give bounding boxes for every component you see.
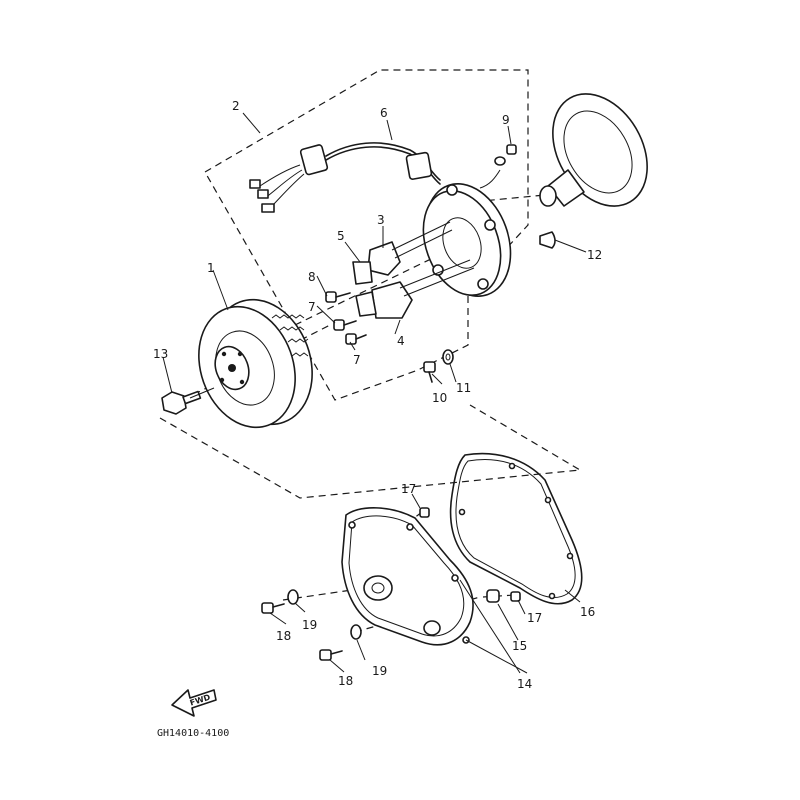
- flywheel-bolt-part: [161, 387, 215, 415]
- callout-1: 1: [207, 261, 215, 275]
- leader-lines: [162, 112, 587, 674]
- callout-18b: 18: [338, 674, 353, 688]
- callout-16: 16: [580, 605, 595, 619]
- woodruff-key-part: [539, 231, 556, 249]
- fwd-arrow-icon: FWD: [171, 689, 217, 717]
- screw-7b-part: [345, 333, 367, 345]
- lead-wire-part: [249, 142, 501, 213]
- dowel-15-part: [486, 589, 500, 603]
- callout-11: 11: [456, 381, 471, 395]
- callout-6: 6: [380, 106, 388, 120]
- callout-12: 12: [587, 248, 602, 262]
- bolt-18a-part: [261, 602, 285, 614]
- callout-13: 13: [153, 347, 168, 361]
- screw-7a-part: [333, 319, 357, 331]
- callout-10: 10: [432, 391, 447, 405]
- callout-14: 14: [517, 677, 532, 691]
- callout-17a: 17: [401, 482, 416, 496]
- callout-15: 15: [512, 639, 527, 653]
- callout-5: 5: [337, 229, 345, 243]
- pin-17a-part: [419, 507, 430, 518]
- washer-11-part: [442, 349, 454, 365]
- screw-8-part: [325, 291, 351, 303]
- callout-7b: 7: [353, 353, 361, 367]
- callout-18a: 18: [276, 629, 291, 643]
- crankcase-cover-part: [341, 507, 474, 646]
- stator-assembly-part: [422, 183, 512, 297]
- charge-coil-part: [355, 259, 475, 319]
- callout-19a: 19: [302, 618, 317, 632]
- pin-17b-part: [510, 591, 521, 602]
- callout-3: 3: [377, 213, 385, 227]
- callout-7a: 7: [308, 300, 316, 314]
- crankshaft-cam-part: [539, 93, 648, 207]
- screw-9-part: [494, 144, 517, 166]
- flywheel-group-boundary: [159, 404, 582, 499]
- diagram-reference-code: GH14010-4100: [157, 728, 229, 739]
- callout-labels: 1 2 3 4 5 6 7 7 8 9 10 11 12 13 14 15 16…: [153, 99, 602, 691]
- bolt-10-part: [423, 361, 436, 383]
- callout-17b: 17: [527, 611, 542, 625]
- flywheel-rotor-part: [198, 298, 313, 429]
- callout-8: 8: [308, 270, 316, 284]
- bolt-18b-part: [319, 649, 343, 661]
- pickup-coil-part: [352, 221, 453, 285]
- callout-4: 4: [397, 334, 405, 348]
- callout-9: 9: [502, 113, 510, 127]
- washer-19b-part: [350, 624, 362, 640]
- washer-19a-part: [287, 589, 299, 605]
- callout-2: 2: [232, 99, 240, 113]
- callout-19b: 19: [372, 664, 387, 678]
- gasket-part: [449, 452, 583, 605]
